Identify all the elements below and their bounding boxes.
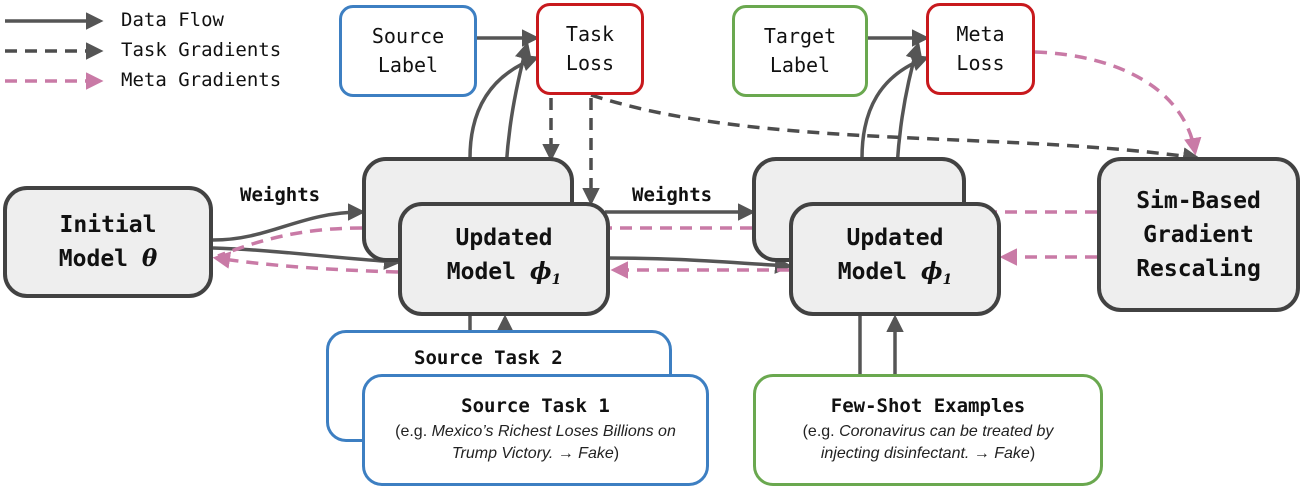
legend-data-flow-label: Data Flow bbox=[121, 9, 224, 31]
desc-arrow: → bbox=[553, 445, 579, 462]
arrow-initial-weights bbox=[212, 203, 366, 242]
meta-loss-line2: Loss bbox=[956, 51, 1005, 75]
target-label-box: Target Label bbox=[732, 5, 868, 97]
few-shot-description: (e.g. Coronavirus can be treated by inje… bbox=[773, 421, 1083, 465]
desc-prefix: (e.g. bbox=[395, 423, 432, 440]
weights-label-right: Weights bbox=[632, 184, 713, 206]
arrow-model1-back-to-task-loss bbox=[468, 54, 540, 159]
phi-symbol: ϕ bbox=[920, 258, 943, 285]
meta-loss-box: Meta Loss bbox=[926, 3, 1035, 95]
arrow-model2-back-to-meta-loss bbox=[860, 54, 930, 159]
updated-model-1-line1: Updated bbox=[455, 225, 553, 251]
theta-symbol: θ bbox=[141, 245, 158, 272]
initial-model-box: Initial Model θ bbox=[3, 186, 213, 298]
few-shot-box: Few-Shot Examples (e.g. Coronavirus can … bbox=[753, 374, 1103, 486]
target-label-line1: Target bbox=[763, 24, 837, 48]
desc-arrow: → bbox=[969, 445, 995, 462]
source-task-1-title: Source Task 1 bbox=[461, 395, 610, 417]
updated-model-1-prefix: Model bbox=[446, 259, 530, 285]
desc-example: Coronavirus can be treated by injecting … bbox=[820, 423, 1054, 462]
updated-model-2-line2: Model ϕ1 bbox=[838, 255, 953, 297]
source-label-line2: Label bbox=[377, 53, 439, 77]
updated-model-2-line1: Updated bbox=[846, 225, 944, 251]
task-loss-box: Task Loss bbox=[536, 3, 644, 95]
source-label-box: Source Label bbox=[339, 5, 477, 97]
desc-suffix: ) bbox=[613, 445, 620, 462]
updated-model-2-box: Updated Model ϕ1 bbox=[789, 202, 1001, 316]
weights-label-left: Weights bbox=[240, 184, 321, 206]
arrow-model1-to-model2 bbox=[607, 256, 793, 274]
meta-gradient-meta-loss-to-rescaling bbox=[1034, 50, 1202, 156]
initial-model-line1: Initial bbox=[59, 212, 157, 238]
updated-model-1-line2: Model ϕ1 bbox=[447, 255, 562, 297]
updated-model-2-prefix: Model bbox=[837, 259, 921, 285]
source-task-1-description: (e.g. Mexico’s Richest Loses Billions on… bbox=[386, 421, 686, 465]
rescaling-line2: Gradient bbox=[1143, 221, 1254, 248]
source-task-2-title: Source Task 2 bbox=[414, 347, 563, 369]
desc-label: Fake bbox=[578, 445, 614, 462]
phi-symbol: ϕ bbox=[529, 258, 552, 285]
source-task-1-box: Source Task 1 (e.g. Mexico’s Richest Los… bbox=[362, 374, 709, 486]
rescaling-line1: Sim-Based bbox=[1136, 187, 1261, 214]
desc-example: Mexico’s Richest Loses Billions on Trump… bbox=[431, 423, 676, 462]
initial-model-prefix: Model bbox=[58, 246, 142, 272]
few-shot-title: Few-Shot Examples bbox=[830, 395, 1026, 417]
legend-task-gradients-label: Task Gradients bbox=[121, 39, 282, 61]
desc-prefix: (e.g. bbox=[802, 423, 840, 440]
source-label-line1: Source bbox=[371, 24, 445, 48]
task-loss-line1: Task bbox=[565, 22, 615, 46]
desc-suffix: ) bbox=[1029, 445, 1036, 462]
legend-meta-gradients-label: Meta Gradients bbox=[121, 69, 282, 91]
rescaling-box: Sim-Based Gradient Rescaling bbox=[1097, 157, 1300, 312]
initial-model-line2: Model θ bbox=[59, 242, 157, 276]
desc-label: Fake bbox=[994, 445, 1030, 462]
meta-gradient-model1-to-initial bbox=[212, 251, 399, 274]
task-gradient-to-rescaling bbox=[590, 93, 1201, 165]
meta-gradient-model1-back-to-initial bbox=[217, 226, 363, 258]
meta-loss-line1: Meta bbox=[956, 22, 1005, 46]
phi-subscript: 1 bbox=[942, 272, 953, 288]
updated-model-1-box: Updated Model ϕ1 bbox=[398, 202, 610, 316]
phi-subscript: 1 bbox=[551, 272, 562, 288]
rescaling-line3: Rescaling bbox=[1136, 255, 1261, 282]
target-label-line2: Label bbox=[769, 53, 831, 77]
task-loss-line2: Loss bbox=[565, 51, 615, 75]
